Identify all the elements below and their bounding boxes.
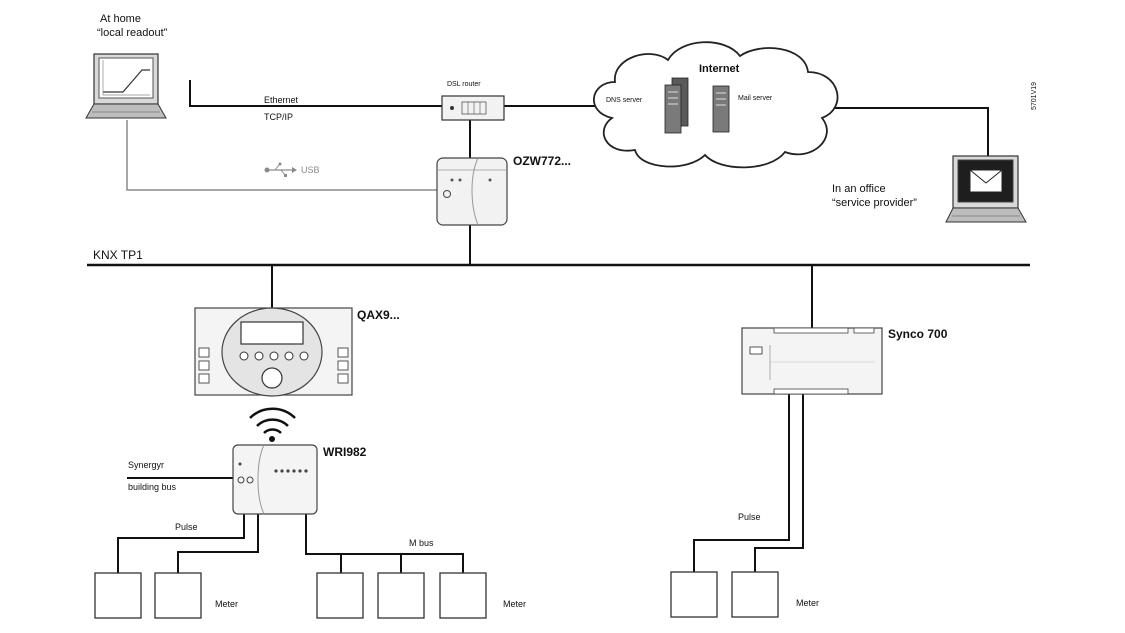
drawing-code: 5701V19 (1031, 82, 1038, 110)
meter-label-3: Meter (796, 598, 819, 608)
usb-icon (264, 162, 297, 177)
meters (94, 571, 779, 619)
office-label-line2: “service provider” (832, 197, 917, 209)
pulse-label-right: Pulse (738, 512, 761, 522)
display-unit-icon (194, 307, 353, 397)
synergyr-label-line1: Synergyr (128, 460, 164, 470)
ozw-label: OZW772... (513, 154, 571, 168)
meter-icon (377, 572, 425, 619)
connection-lines (87, 80, 1030, 573)
mail-server-label: Mail server (738, 95, 773, 102)
knx-label: KNX TP1 (93, 248, 143, 262)
router-icon (441, 95, 505, 121)
usb-label: USB (301, 165, 320, 175)
qax-label: QAX9... (357, 308, 400, 322)
synergyr-label-line2: building bus (128, 482, 177, 492)
meter-icon (670, 571, 718, 618)
synco-label: Synco 700 (888, 327, 948, 341)
office-label-line1: In an office (832, 183, 886, 195)
meter-icon (154, 572, 202, 619)
tcpip-label: TCP/IP (264, 112, 293, 122)
meter-icon (94, 572, 142, 619)
meter-icon (316, 572, 364, 619)
wri-label: WRI982 (323, 445, 367, 459)
meter-icon (439, 572, 487, 619)
laptop-icon (945, 155, 1027, 223)
dsl-router-label: DSL router (447, 81, 481, 88)
gateway-icon (436, 157, 508, 226)
laptop-icon (85, 53, 167, 119)
internet-label: Internet (699, 63, 740, 75)
mbus-label: M bus (409, 538, 434, 548)
meter-label-1: Meter (215, 599, 238, 609)
ethernet-label: Ethernet (264, 95, 299, 105)
controller-icon (741, 327, 883, 395)
wireless-icon (249, 407, 296, 442)
server-icon (712, 85, 730, 133)
gateway-icon (232, 444, 318, 515)
server-icon (664, 77, 689, 134)
home-label-line2: “local readout” (97, 27, 168, 39)
dns-server-label: DNS server (606, 97, 643, 104)
home-label-line1: At home (100, 13, 141, 25)
pulse-label-left: Pulse (175, 522, 198, 532)
meter-label-2: Meter (503, 599, 526, 609)
meter-icon (731, 571, 779, 618)
